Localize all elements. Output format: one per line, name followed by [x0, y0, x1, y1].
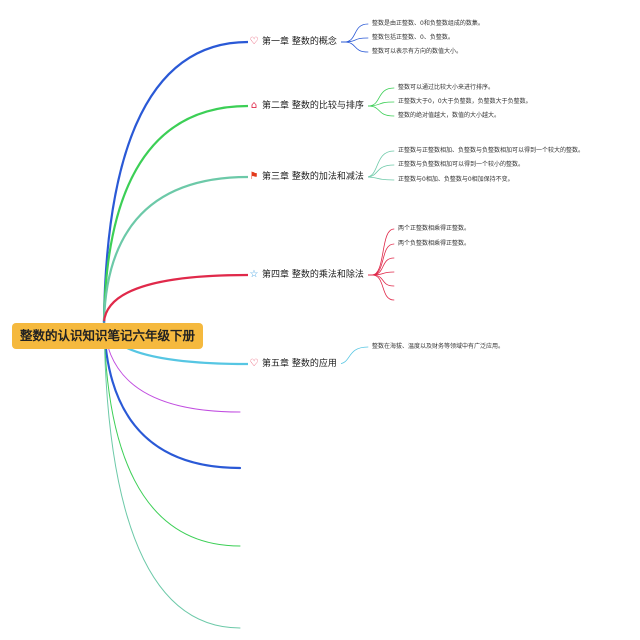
root-title: 整数的认识知识笔记六年级下册 — [20, 328, 196, 343]
branch-line-chapter-1 — [102, 40, 250, 324]
note-connector-1-1 — [343, 23, 369, 43]
note-text[interactable]: 正整数大于0，0大于负整数，负整数大于负整数。 — [398, 98, 532, 105]
note-connector-4-2 — [371, 243, 395, 276]
chapter-topic-3[interactable]: ⚑第三章 整数的加法和减法 — [248, 169, 368, 185]
note-text[interactable]: 正整数与0相加、负整数与0相加保持不变。 — [398, 176, 514, 183]
note-text[interactable]: 整数是由正整数、0和负整数组成的数集。 — [372, 20, 484, 27]
home-icon: ⌂ — [250, 100, 258, 111]
chapter-topic-1[interactable]: ♡第一章 整数的概念 — [248, 34, 341, 50]
note-connector-3-2 — [365, 164, 395, 178]
chapter-title: 第一章 整数的概念 — [262, 37, 337, 47]
note-connector-4-5 — [371, 274, 395, 287]
chapter-topic-2[interactable]: ⌂ 第二章 整数的比较与排序 — [248, 98, 368, 114]
note-connector-4-3 — [371, 257, 395, 276]
chapter-topic-4[interactable]: ☆第四章 整数的乘法和除法 — [248, 267, 368, 283]
note-connector-2-3 — [367, 105, 395, 117]
note-text[interactable]: 整数在海拔、温度以及财务等领域中有广泛应用。 — [372, 343, 505, 350]
note-text[interactable]: 整数的绝对值越大，数值的大小越大。 — [398, 112, 501, 119]
note-connector-4-6 — [371, 274, 395, 301]
chapter-topic-5[interactable]: ♡第五章 整数的应用 — [248, 356, 341, 372]
chapter-title: 第四章 整数的乘法和除法 — [262, 270, 364, 280]
chapter-title: 第二章 整数的比较与排序 — [262, 101, 364, 111]
note-text[interactable]: 整数可以通过比较大小来进行排序。 — [398, 84, 495, 91]
note-connector-3-3 — [365, 176, 395, 181]
branch-line-chapter-2 — [102, 104, 250, 324]
note-text[interactable]: 正整数与负整数相加可以得到一个较小的整数。 — [398, 161, 525, 168]
branch-line-chapter-3 — [102, 175, 250, 324]
branch-line-chapter-4 — [102, 273, 250, 324]
flag-icon: ⚑ — [249, 171, 259, 182]
star-icon: ☆ — [249, 269, 259, 280]
note-connector-4-1 — [371, 228, 395, 276]
heart-icon: ♡ — [249, 358, 259, 369]
chapter-title: 第三章 整数的加法和减法 — [262, 172, 364, 182]
heart-icon: ♡ — [249, 36, 259, 47]
root-topic[interactable]: 整数的认识知识笔记六年级下册 — [12, 323, 204, 349]
empty-branch-2 — [102, 320, 242, 470]
empty-branch-3 — [103, 321, 241, 547]
note-connector-3-1 — [365, 150, 395, 178]
note-text[interactable]: 两个正整数相乘得正整数。 — [398, 225, 471, 232]
note-connector-5-1 — [337, 346, 369, 365]
note-text[interactable]: 整数包括正整数、0、负整数。 — [372, 34, 454, 41]
note-text[interactable]: 整数可以表示有方向的数值大小。 — [372, 48, 463, 55]
note-text[interactable]: 正整数与正整数相加、负整数与负整数相加可以得到一个较大的整数。 — [398, 147, 585, 154]
chapter-title: 第五章 整数的应用 — [262, 359, 337, 369]
note-connector-1-3 — [343, 41, 369, 53]
empty-branch-4 — [103, 321, 241, 629]
note-text[interactable]: 两个负整数相乘得正整数。 — [398, 240, 471, 247]
note-connector-2-1 — [367, 87, 395, 107]
